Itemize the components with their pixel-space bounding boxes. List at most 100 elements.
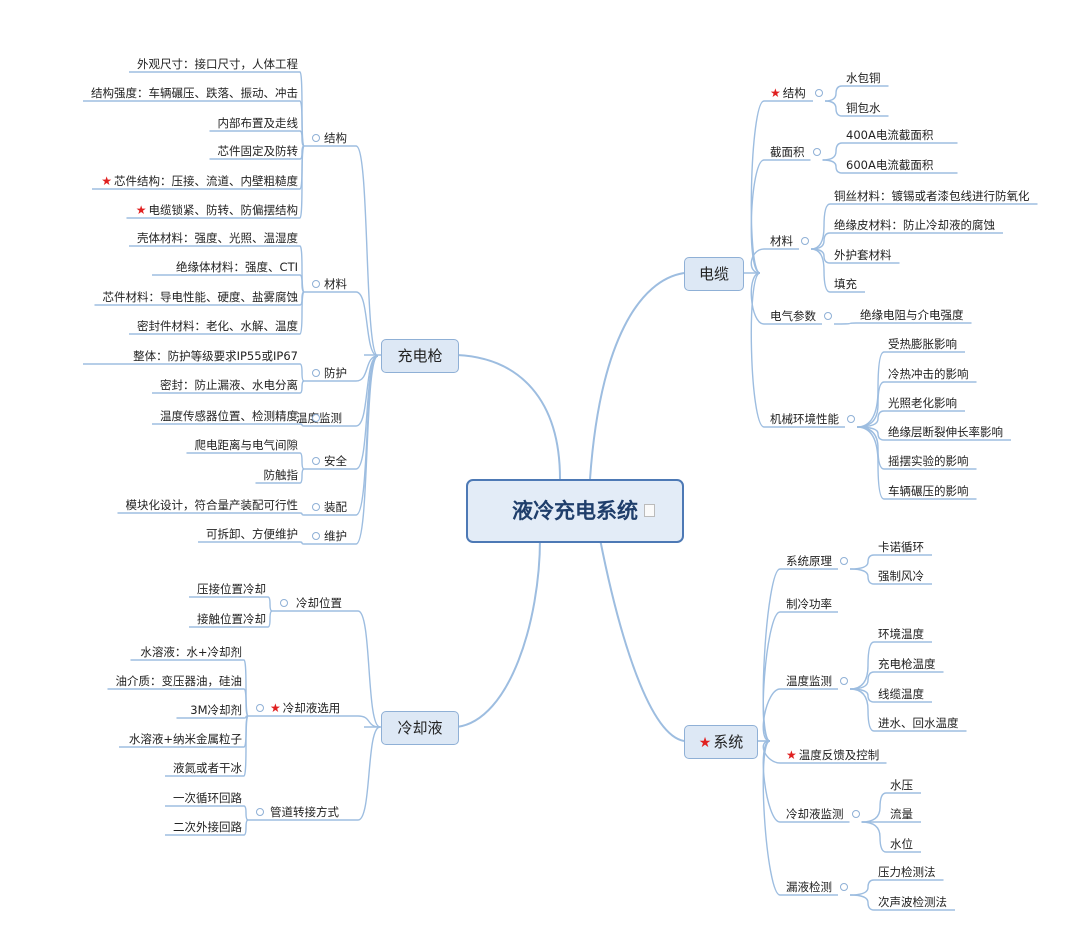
collapse-toggle-icon[interactable] bbox=[312, 503, 320, 511]
item-gun-6-0[interactable]: 可拆卸、方便维护 bbox=[206, 526, 298, 542]
item-cable-4-5[interactable]: 车辆碾压的影响 bbox=[888, 483, 969, 499]
item-cable-2-3[interactable]: 填充 bbox=[834, 276, 857, 292]
item-gun-1-1[interactable]: 绝缘体材料：强度、CTI bbox=[176, 259, 298, 275]
item-system-4-1[interactable]: 流量 bbox=[890, 806, 913, 822]
collapse-toggle-icon[interactable] bbox=[256, 808, 264, 816]
item-system-5-1[interactable]: 次声波检测法 bbox=[878, 894, 947, 910]
group-coolant-1[interactable]: ★冷却液选用 bbox=[270, 700, 340, 716]
collapse-toggle-icon[interactable] bbox=[840, 677, 848, 685]
collapse-toggle-icon[interactable] bbox=[312, 369, 320, 377]
collapse-toggle-icon[interactable] bbox=[840, 883, 848, 891]
group-gun-5[interactable]: 装配 bbox=[324, 499, 347, 515]
collapse-toggle-icon[interactable] bbox=[312, 457, 320, 465]
item-gun-5-0[interactable]: 模块化设计，符合量产装配可行性 bbox=[126, 497, 299, 513]
collapse-toggle-icon[interactable] bbox=[256, 704, 264, 712]
branch-cable[interactable]: 电缆 bbox=[684, 257, 744, 291]
group-cable-2[interactable]: 材料 bbox=[770, 233, 793, 249]
item-cable-0-1[interactable]: 铜包水 bbox=[846, 100, 881, 116]
collapse-toggle-icon[interactable] bbox=[840, 557, 848, 565]
collapse-toggle-icon[interactable] bbox=[812, 148, 821, 156]
branch-system[interactable]: ★系统 bbox=[684, 725, 758, 759]
item-gun-0-1[interactable]: 结构强度：车辆碾压、跌落、振动、冲击 bbox=[91, 85, 298, 101]
item-cable-2-2[interactable]: 外护套材料 bbox=[834, 247, 892, 263]
group-connector bbox=[750, 272, 765, 428]
item-cable-0-0[interactable]: 水包铜 bbox=[846, 70, 881, 86]
group-system-1[interactable]: 制冷功率 bbox=[786, 596, 832, 612]
item-system-4-0[interactable]: 水压 bbox=[890, 777, 913, 793]
collapse-toggle-icon[interactable] bbox=[851, 810, 860, 818]
group-cable-4[interactable]: 机械环境性能 bbox=[770, 411, 839, 427]
group-system-3[interactable]: ★温度反馈及控制 bbox=[786, 747, 879, 763]
item-system-0-0[interactable]: 卡诺循环 bbox=[878, 539, 924, 555]
group-cable-0[interactable]: ★结构 bbox=[770, 85, 806, 101]
item-cable-1-1[interactable]: 600A电流截面积 bbox=[846, 157, 933, 173]
item-gun-3-0[interactable]: 温度传感器位置、检测精度 bbox=[160, 408, 298, 424]
item-gun-2-0[interactable]: 整体：防护等级要求IP55或IP67 bbox=[133, 348, 298, 364]
item-cable-4-0[interactable]: 受热膨胀影响 bbox=[888, 336, 957, 352]
item-system-0-1[interactable]: 强制风冷 bbox=[878, 568, 924, 584]
star-icon: ★ bbox=[101, 174, 112, 188]
group-gun-2[interactable]: 防护 bbox=[324, 365, 347, 381]
item-gun-0-3[interactable]: 芯件固定及防转 bbox=[218, 143, 299, 159]
item-cable-4-4[interactable]: 摇摆实验的影响 bbox=[888, 453, 969, 469]
item-system-4-2[interactable]: 水位 bbox=[890, 836, 913, 852]
branch-coolant[interactable]: 冷却液 bbox=[381, 711, 459, 745]
item-cable-4-3[interactable]: 绝缘层断裂伸长率影响 bbox=[888, 424, 1003, 440]
group-gun-1[interactable]: 材料 bbox=[324, 276, 347, 292]
collapse-toggle-icon[interactable] bbox=[312, 280, 320, 288]
item-system-2-3[interactable]: 进水、回水温度 bbox=[878, 715, 959, 731]
item-coolant-1-3[interactable]: 水溶液+纳米金属粒子 bbox=[129, 731, 242, 747]
collapse-toggle-icon[interactable] bbox=[312, 134, 320, 142]
collapse-toggle-icon[interactable] bbox=[280, 599, 288, 607]
item-coolant-0-1[interactable]: 接触位置冷却 bbox=[197, 611, 266, 627]
item-connector bbox=[198, 541, 305, 545]
collapse-toggle-icon[interactable] bbox=[824, 312, 832, 320]
item-system-2-1[interactable]: 充电枪温度 bbox=[878, 656, 936, 672]
item-cable-4-2[interactable]: 光照老化影响 bbox=[888, 395, 957, 411]
group-cable-1[interactable]: 截面积 bbox=[770, 144, 805, 160]
item-coolant-1-2[interactable]: 3M冷却剂 bbox=[190, 702, 242, 718]
item-gun-0-2[interactable]: 内部布置及走线 bbox=[218, 115, 299, 131]
item-gun-4-0[interactable]: 爬电距离与电气间隙 bbox=[195, 437, 299, 453]
item-coolant-1-1[interactable]: 油介质：变压器油，硅油 bbox=[116, 673, 243, 689]
collapse-toggle-icon[interactable] bbox=[847, 415, 855, 423]
item-gun-2-1[interactable]: 密封：防止漏液、水电分离 bbox=[160, 377, 298, 393]
branch-charging-gun[interactable]: 充电枪 bbox=[381, 339, 459, 373]
item-system-5-0[interactable]: 压力检测法 bbox=[878, 864, 936, 880]
collapse-toggle-icon[interactable] bbox=[312, 414, 320, 422]
item-gun-1-2[interactable]: 芯件材料：导电性能、硬度、盐雾腐蚀 bbox=[103, 289, 299, 305]
item-cable-3-0-text: 绝缘电阻与介电强度 bbox=[860, 308, 964, 322]
collapse-toggle-icon[interactable] bbox=[815, 89, 823, 97]
item-gun-4-1[interactable]: 防触指 bbox=[264, 467, 299, 483]
group-gun-6[interactable]: 维护 bbox=[324, 528, 347, 544]
collapse-toggle-icon[interactable] bbox=[312, 532, 320, 540]
item-coolant-2-0[interactable]: 一次循环回路 bbox=[173, 790, 242, 806]
item-cable-2-1[interactable]: 绝缘皮材料：防止冷却液的腐蚀 bbox=[834, 217, 995, 233]
item-gun-0-5[interactable]: ★电缆锁紧、防转、防偏摆结构 bbox=[136, 202, 298, 218]
item-coolant-0-0[interactable]: 压接位置冷却 bbox=[197, 581, 266, 597]
collapse-toggle-icon[interactable] bbox=[801, 237, 809, 245]
item-coolant-2-1[interactable]: 二次外接回路 bbox=[173, 819, 242, 835]
item-cable-4-1[interactable]: 冷热冲击的影响 bbox=[888, 366, 969, 382]
group-coolant-2[interactable]: 管道转接方式 bbox=[270, 804, 339, 820]
item-gun-0-4[interactable]: ★芯件结构：压接、流道、内壁粗糙度 bbox=[101, 173, 298, 189]
item-coolant-1-4[interactable]: 液氮或者干冰 bbox=[173, 760, 242, 776]
item-system-2-2[interactable]: 线缆温度 bbox=[878, 686, 924, 702]
group-gun-4[interactable]: 安全 bbox=[324, 453, 347, 469]
group-cable-3[interactable]: 电气参数 bbox=[770, 308, 816, 324]
item-gun-1-0[interactable]: 壳体材料：强度、光照、温湿度 bbox=[137, 230, 298, 246]
item-gun-0-0[interactable]: 外观尺寸：接口尺寸，人体工程 bbox=[137, 56, 298, 72]
group-system-4[interactable]: 冷却液监测 bbox=[786, 806, 844, 822]
item-coolant-1-0[interactable]: 水溶液：水+冷却剂 bbox=[140, 644, 242, 660]
note-icon[interactable] bbox=[644, 504, 655, 517]
group-gun-0[interactable]: 结构 bbox=[324, 130, 347, 146]
group-system-0[interactable]: 系统原理 bbox=[786, 553, 832, 569]
item-cable-2-0[interactable]: 铜丝材料：镀锡或者漆包线进行防氧化 bbox=[834, 188, 1030, 204]
item-cable-1-0[interactable]: 400A电流截面积 bbox=[846, 127, 933, 143]
group-coolant-0[interactable]: 冷却位置 bbox=[296, 595, 342, 611]
item-system-2-0[interactable]: 环境温度 bbox=[878, 626, 924, 642]
group-system-2[interactable]: 温度监测 bbox=[786, 673, 832, 689]
group-system-5[interactable]: 漏液检测 bbox=[786, 879, 832, 895]
item-gun-1-3[interactable]: 密封件材料：老化、水解、温度 bbox=[137, 318, 298, 334]
item-cable-3-0[interactable]: 绝缘电阻与介电强度 bbox=[860, 307, 964, 323]
